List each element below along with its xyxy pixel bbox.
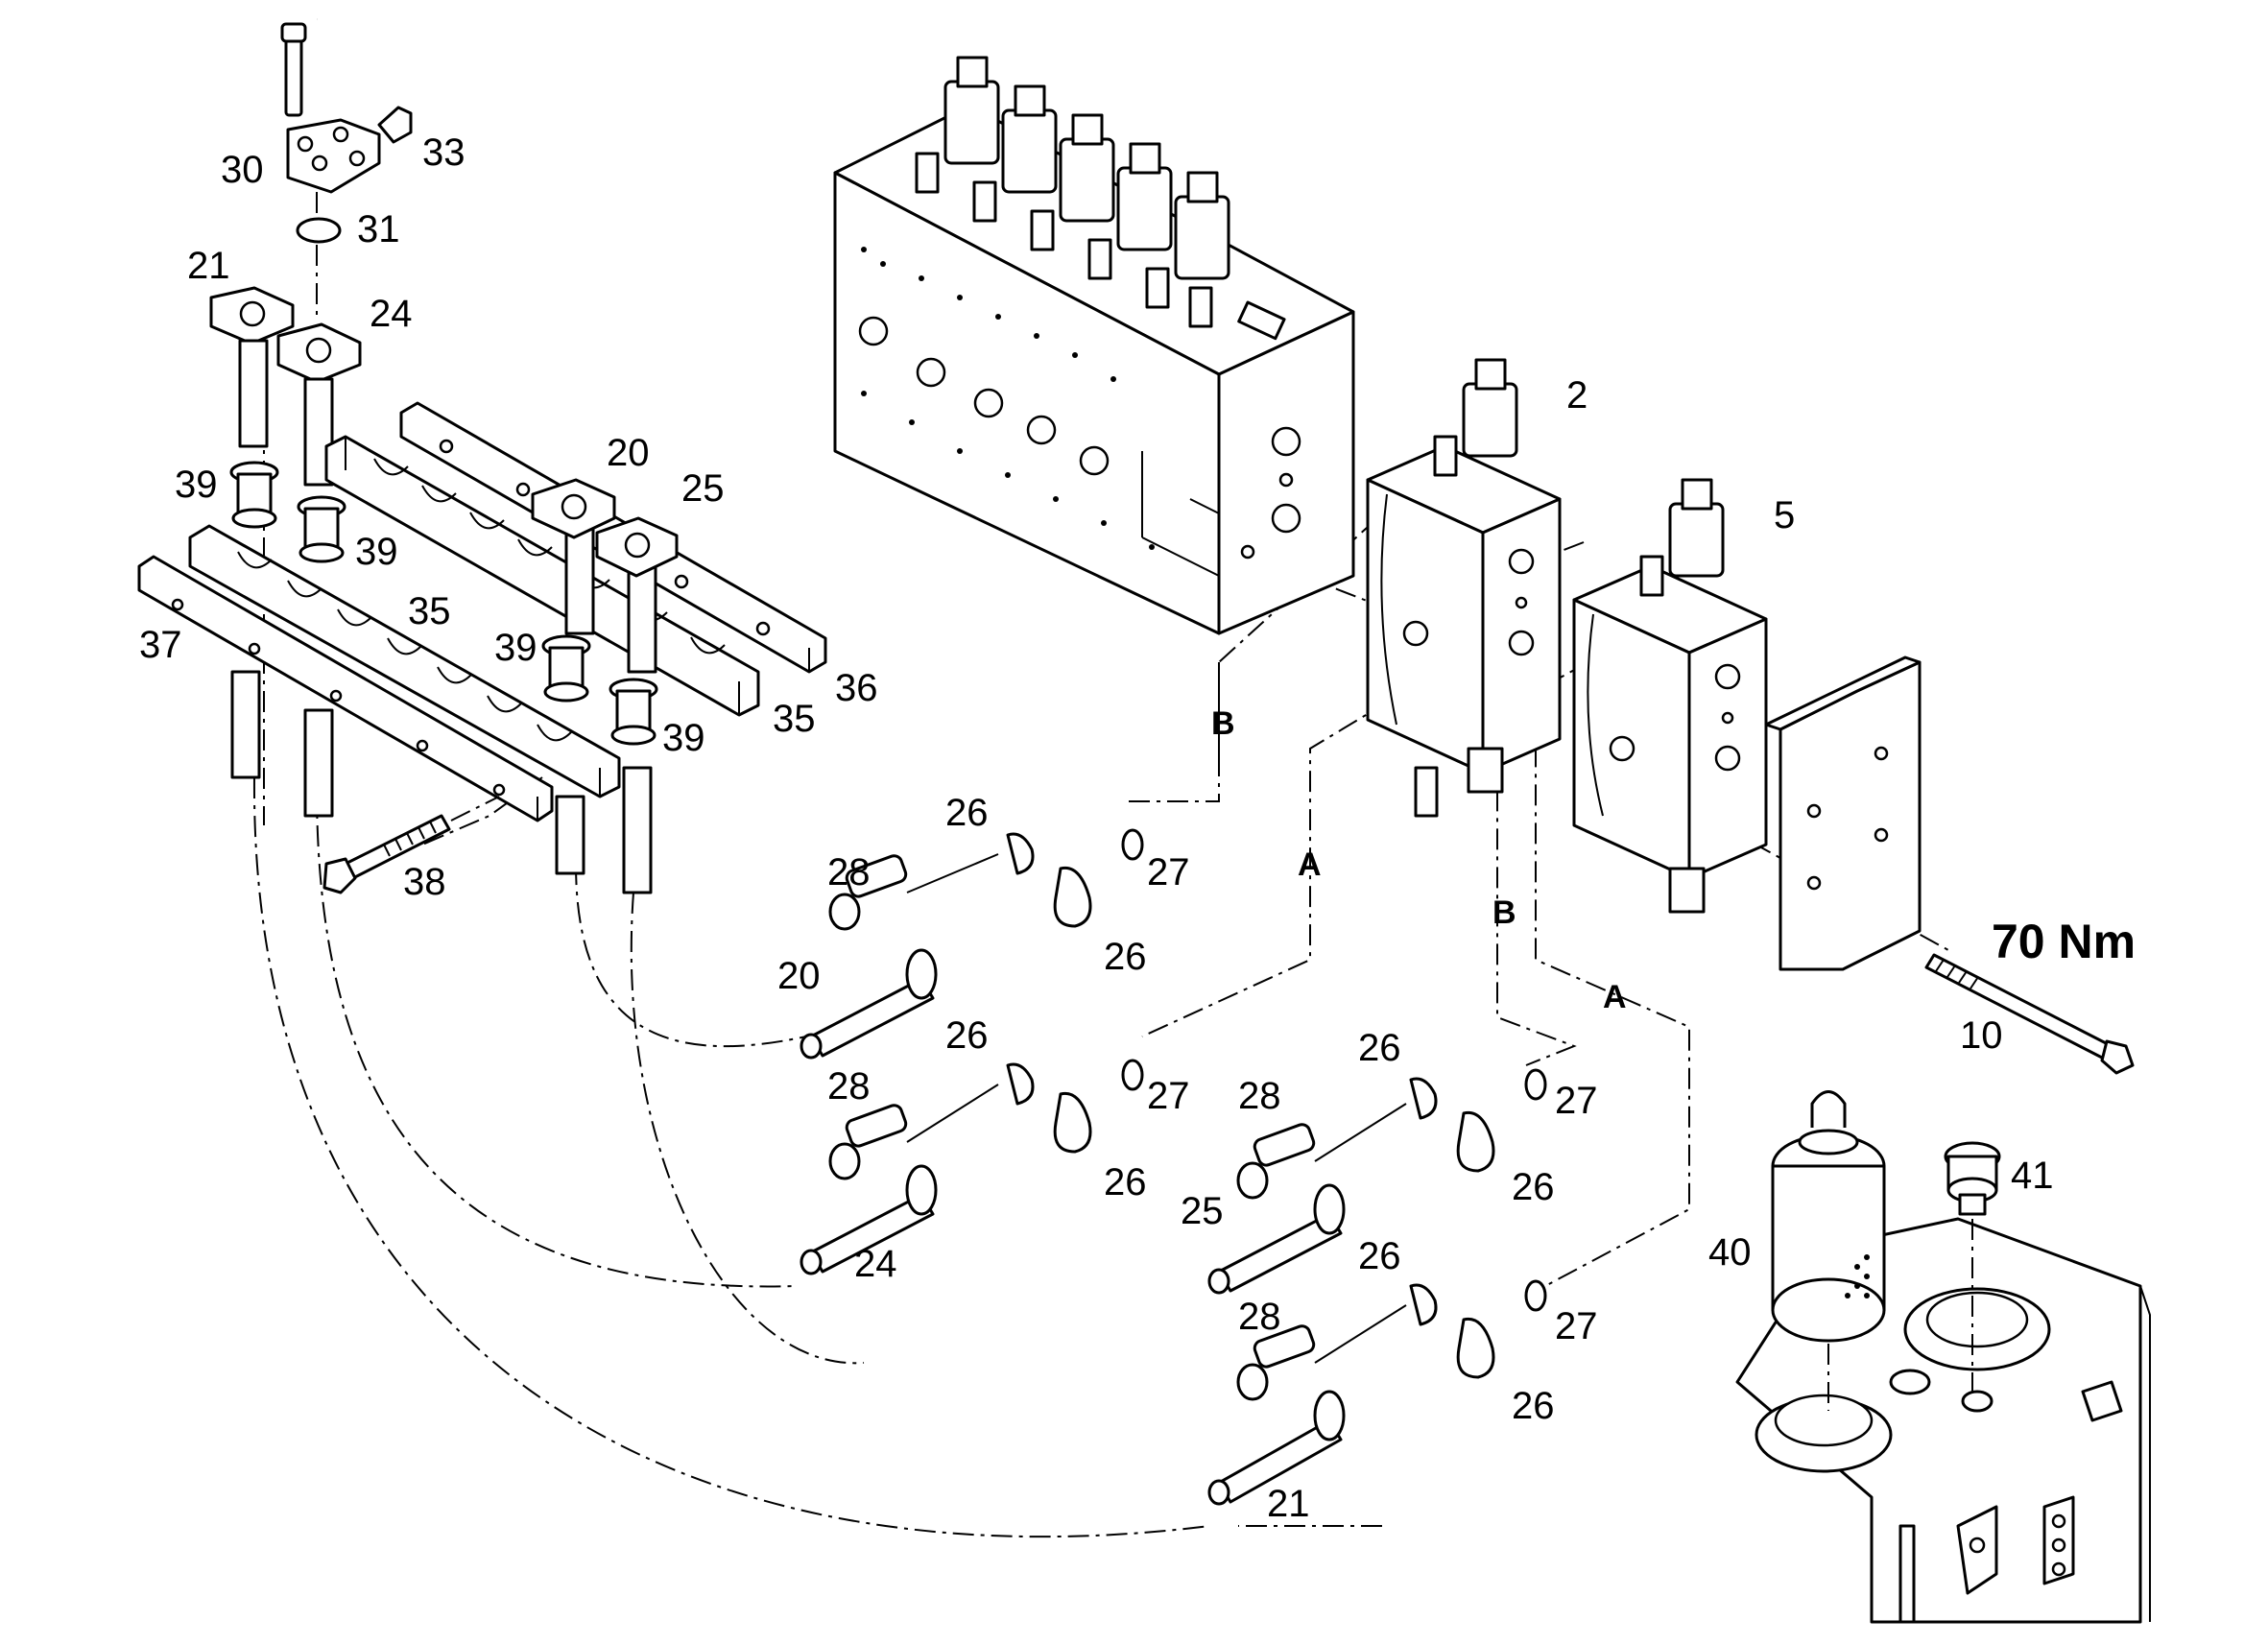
pipe-set-24 (800, 1059, 1144, 1275)
callout-25-top: 25 (681, 467, 725, 510)
callout-30: 30 (221, 149, 264, 191)
torque-label: 70 Nm (1992, 915, 2136, 968)
callout-31: 31 (357, 208, 400, 250)
callout-25-bottom: 25 (1181, 1190, 1224, 1232)
flange-pipe-20-top (531, 478, 616, 539)
callout-21-top: 21 (187, 245, 230, 287)
callout-10: 10 (1960, 1014, 2003, 1057)
callout-27-set3: 27 (1555, 1080, 1598, 1122)
valve-section-5 (1572, 478, 1768, 914)
tie-rod-10 (1924, 953, 2135, 1075)
main-valve-block (833, 56, 1355, 635)
port-label-a-1: A (1298, 846, 1322, 883)
callout-26-set3-a: 26 (1358, 1027, 1401, 1069)
callout-39-d: 39 (662, 717, 705, 759)
pipe-set-25 (1207, 1068, 1547, 1295)
callout-26-set1-a: 26 (945, 792, 989, 834)
callout-36: 36 (835, 667, 878, 709)
pipe-set-21 (1207, 1279, 1547, 1506)
callout-24-top: 24 (370, 293, 413, 335)
valve-block-dots (861, 247, 1155, 550)
callout-37: 37 (139, 624, 182, 666)
callout-35-a: 35 (408, 590, 451, 632)
port-label-b-2: B (1492, 894, 1516, 931)
callout-40: 40 (1708, 1231, 1752, 1274)
callout-26-set2-b: 26 (1104, 1161, 1147, 1203)
bushing-39-d (609, 678, 658, 746)
bolt-38 (322, 796, 500, 894)
callout-21-bottom: 21 (1267, 1483, 1310, 1525)
callout-39-a: 39 (175, 464, 218, 506)
callout-28-set4: 28 (1238, 1296, 1281, 1338)
callout-24-bottom: 24 (854, 1243, 897, 1285)
flange-pipe-24-top (276, 322, 362, 487)
clamp-rail-35-lower (188, 524, 621, 798)
callout-27-set4: 27 (1555, 1305, 1598, 1347)
callout-39-c: 39 (494, 627, 537, 669)
bushing-39-c (541, 634, 591, 703)
callout-39-b: 39 (355, 531, 398, 573)
callout-26-set3-b: 26 (1512, 1166, 1555, 1208)
callout-26-set4-b: 26 (1512, 1385, 1555, 1427)
callout-27-set1: 27 (1147, 851, 1190, 893)
callout-26-set4-a: 26 (1358, 1235, 1401, 1277)
callout-labels: 30 33 31 21 24 20 25 39 39 39 39 35 35 3… (139, 131, 2136, 1525)
callout-28-set2: 28 (827, 1065, 871, 1108)
end-plate (1764, 655, 1922, 971)
callout-5: 5 (1774, 494, 1795, 536)
callout-26-set1-b: 26 (1104, 936, 1147, 978)
callout-26-set2-a: 26 (945, 1014, 989, 1057)
port-label-a-2: A (1603, 979, 1627, 1015)
callout-27-set2: 27 (1147, 1075, 1190, 1117)
callout-41: 41 (2011, 1155, 2054, 1197)
bushing-39-b (297, 495, 346, 563)
callout-20-top: 20 (607, 432, 650, 474)
flange-assembly-30 (280, 22, 413, 317)
solenoid-stack (915, 56, 1286, 341)
clamp-rail-37 (137, 555, 554, 822)
callout-35-b: 35 (773, 698, 816, 740)
valve-section-2 (1366, 358, 1562, 818)
bushing-39-a (229, 461, 279, 529)
callout-20-bottom: 20 (777, 955, 821, 997)
port-label-b-1: B (1211, 705, 1235, 742)
callout-2: 2 (1566, 374, 1588, 417)
breather-cap-41 (1944, 1141, 2001, 1392)
filter-40 (1771, 1090, 1886, 1411)
pipe-set-20 (800, 828, 1144, 1060)
flange-pipe-25-top (595, 516, 679, 578)
callout-28-set3: 28 (1238, 1075, 1281, 1117)
callout-38: 38 (403, 861, 446, 903)
callout-33: 33 (422, 131, 466, 174)
flange-pipe-21-top (209, 286, 295, 448)
callout-28-set1: 28 (827, 851, 871, 893)
